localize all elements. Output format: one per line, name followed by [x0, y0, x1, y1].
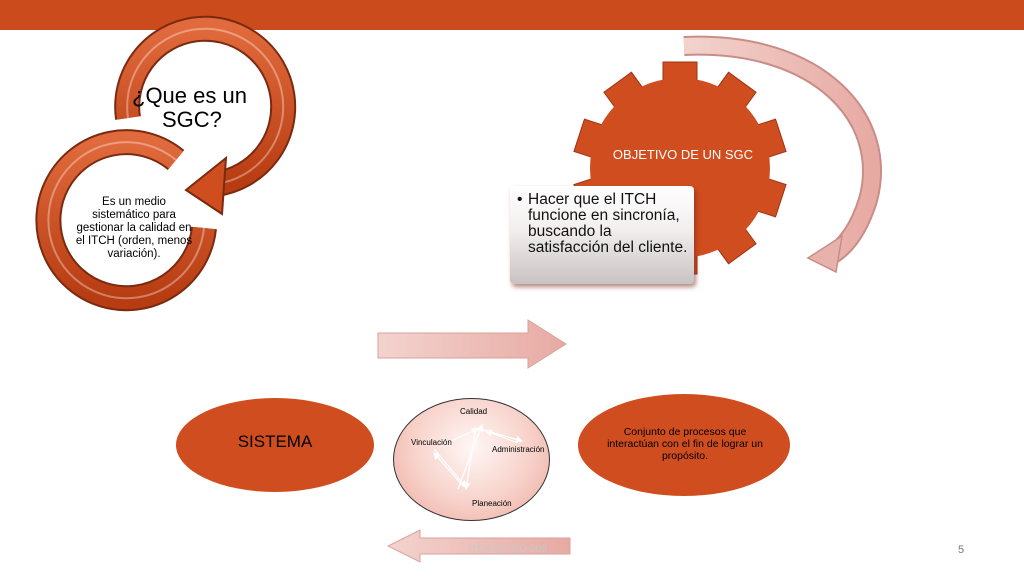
- components-arrows: [433, 423, 524, 491]
- question-line-2: SGC?: [162, 107, 222, 132]
- footer-code: ITCH-CA-DO-008: [468, 544, 547, 555]
- objective-bullet: •: [517, 191, 523, 208]
- objective-text: Hacer que el ITCH funcione en sincronía,…: [528, 191, 688, 256]
- conjunto-ellipse: Conjunto de procesos que interactúan con…: [578, 394, 790, 496]
- definition-ring: [35, 129, 217, 312]
- left-arrow: [386, 529, 571, 563]
- objective-text-wrap: • Hacer que el ITCH funcione en sincroní…: [517, 191, 694, 256]
- component-calidad: Calidad: [460, 407, 488, 416]
- sistema-label: SISTEMA: [237, 432, 313, 451]
- objective-card: • Hacer que el ITCH funcione en sincroní…: [510, 186, 694, 284]
- question-ring: [114, 15, 297, 216]
- gear-title: OBJETIVO DE UN SGC: [612, 147, 754, 162]
- right-arrow: [377, 319, 567, 369]
- component-vinculacion: Vinculación: [411, 438, 452, 447]
- sistema-ellipse: SISTEMA: [176, 398, 374, 492]
- conjunto-text: Conjunto de procesos que interactúan con…: [607, 426, 763, 462]
- components-ellipse: Calidad Vinculación Administración Plane…: [393, 398, 550, 521]
- question-heading: ¿Que es un SGC?: [132, 84, 262, 132]
- component-administracion: Administración: [492, 445, 545, 454]
- cycle-arrow: [683, 35, 882, 274]
- question-line-1: ¿Que es un: [132, 83, 247, 108]
- definition-text: Es un medio sistemático para gestionar l…: [75, 196, 193, 260]
- page-number: 5: [958, 544, 965, 556]
- component-planeacion: Planeación: [472, 499, 512, 508]
